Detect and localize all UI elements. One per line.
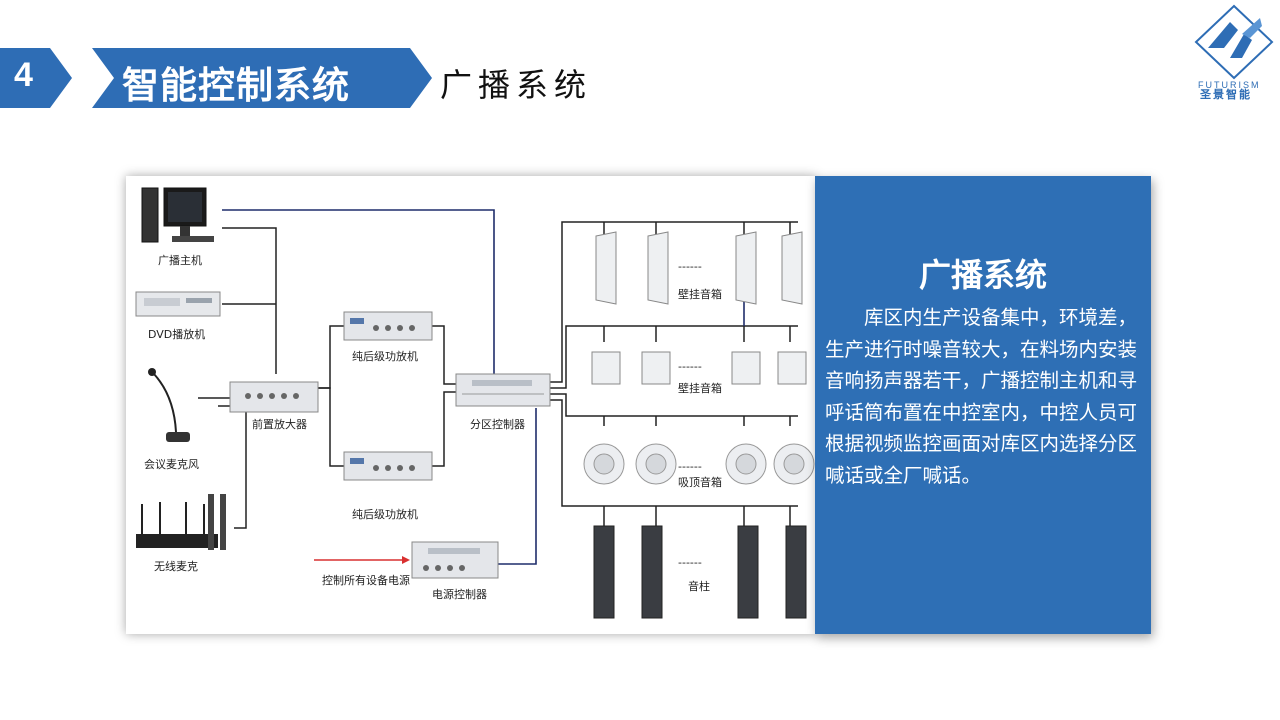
panel-body: 库区内生产设备集中，环境差，生产进行时噪音较大，在料场内安装音响扬声器若干，广播… [825, 306, 1138, 487]
label-ceiling-speaker: 吸顶音箱 [678, 475, 722, 489]
column-speakers [593, 525, 807, 619]
wall-speakers-row1 [595, 231, 803, 305]
label-preamp: 前置放大器 [252, 417, 307, 431]
wall-speakers-row2 [591, 351, 807, 385]
dvd-player-icon [135, 291, 221, 317]
logo-english: FUTURISM [1198, 80, 1261, 90]
preamp-icon [229, 381, 319, 413]
section-subtitle: 广播系统 [440, 66, 593, 104]
zone-controller-icon [455, 373, 551, 407]
dashes-row2: ------ [678, 360, 702, 373]
label-dvd: DVD播放机 [148, 327, 205, 341]
logo-icon [1194, 4, 1274, 80]
label-power-controller: 电源控制器 [432, 587, 487, 601]
dashes-row3: ------ [678, 460, 702, 473]
title-band [92, 48, 432, 108]
section-number: 4 [14, 56, 33, 94]
power-arrow [314, 556, 410, 564]
wireless-mic-icon [136, 494, 226, 550]
connection-lines [198, 221, 798, 529]
power-controller-icon [411, 541, 499, 579]
label-zone-controller: 分区控制器 [470, 417, 525, 431]
label-wall-speaker-2: 壁挂音箱 [678, 381, 722, 395]
broadcast-host-icon [141, 187, 214, 243]
label-host: 广播主机 [158, 253, 202, 267]
label-column-speaker: 音柱 [688, 579, 710, 593]
label-conference-mic: 会议麦克风 [144, 458, 199, 471]
panel-title: 广播系统 [918, 256, 1047, 294]
label-wireless-mic: 无线麦克 [154, 559, 198, 573]
dashes-row1: ------ [678, 260, 702, 273]
conference-mic-icon [148, 368, 190, 442]
section-number-arrow [0, 48, 72, 108]
label-power-note: 控制所有设备电源 [322, 573, 410, 587]
diagram-canvas: 广播主机 DVD播放机 会议麦克风 无线麦克 前置放大器 纯后级功放机 纯后级功… [135, 187, 815, 619]
info-panel: 广播系统 库区内生产设备集中，环境差，生产进行时噪音较大，在料场内安装音响扬声器… [815, 176, 1151, 634]
label-amp-top: 纯后级功放机 [352, 349, 418, 363]
amplifier-top-icon [343, 311, 433, 341]
label-wall-speaker-1: 壁挂音箱 [678, 287, 722, 301]
broadcast-diagram: 广播主机 DVD播放机 会议麦克风 无线麦克 前置放大器 纯后级功放机 纯后级功… [126, 176, 816, 634]
ceiling-speakers [583, 443, 815, 485]
dashes-row4: ------ [678, 556, 702, 569]
amplifier-bottom-icon [343, 451, 433, 481]
section-title: 智能控制系统 [122, 64, 350, 107]
logo-chinese: 圣景智能 [1200, 88, 1252, 101]
label-amp-bottom: 纯后级功放机 [352, 507, 418, 521]
